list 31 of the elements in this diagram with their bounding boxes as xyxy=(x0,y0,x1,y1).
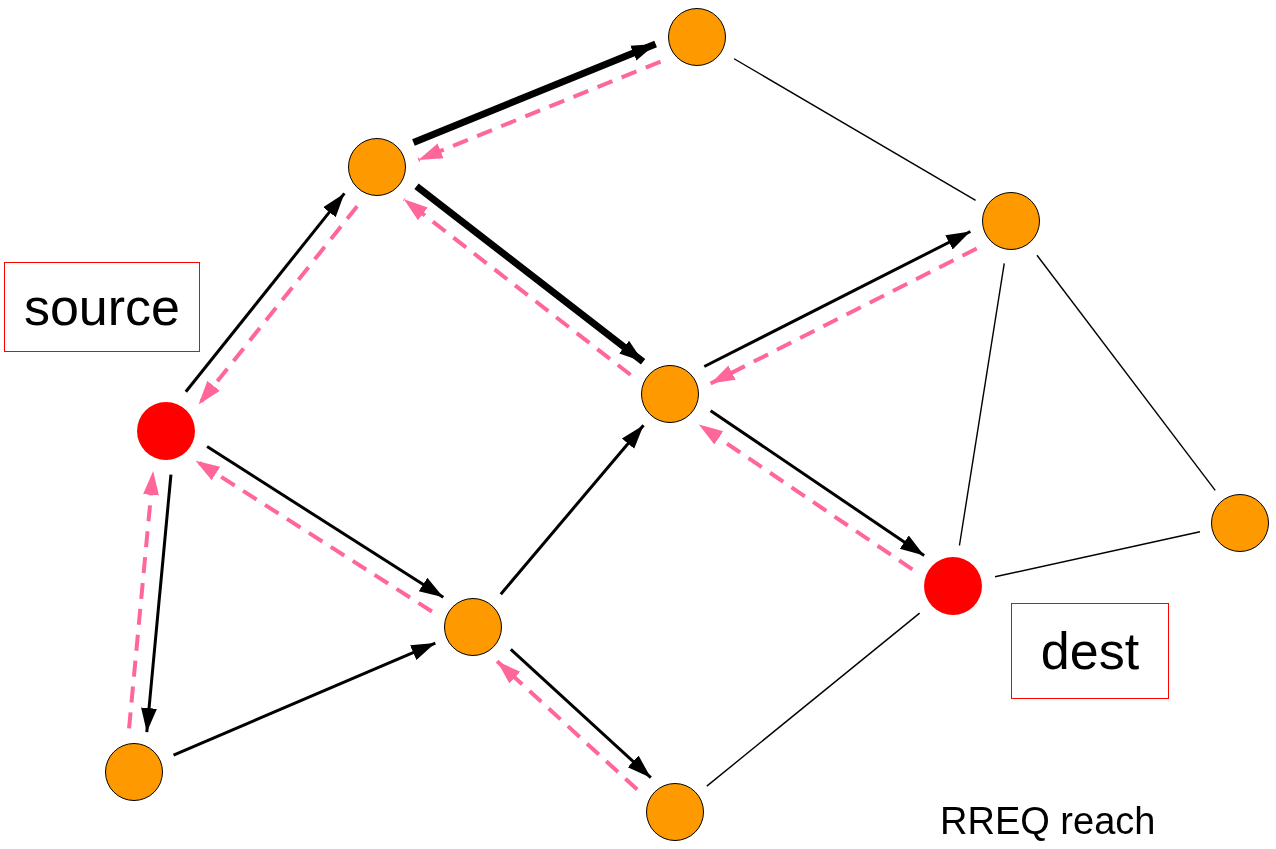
arrow xyxy=(141,474,173,733)
arrow xyxy=(495,659,639,792)
arrow xyxy=(172,641,436,757)
label-box xyxy=(1011,603,1169,699)
arrow xyxy=(402,197,632,377)
arrow xyxy=(709,246,978,386)
arrow xyxy=(184,192,346,393)
connector-line xyxy=(994,531,1201,578)
node-label: source xyxy=(23,277,181,337)
node-circle xyxy=(924,557,982,615)
arrow xyxy=(417,59,662,162)
arrow xyxy=(197,204,359,406)
connector-line xyxy=(958,262,1005,547)
node-label: dest xyxy=(1040,621,1140,681)
node-circle xyxy=(137,402,195,460)
node-circle xyxy=(444,598,502,656)
note-text: RREQ reach xyxy=(940,800,1156,843)
arrow xyxy=(127,470,159,729)
arrow xyxy=(194,458,433,614)
arrow xyxy=(697,422,914,571)
arrow xyxy=(499,424,645,596)
connector-line xyxy=(706,612,921,787)
connector-line xyxy=(1036,254,1216,492)
arrow xyxy=(412,40,657,146)
connector-line xyxy=(733,58,977,201)
arrow xyxy=(509,648,652,779)
arrow xyxy=(206,445,445,599)
arrow xyxy=(703,230,972,368)
label-box xyxy=(4,262,200,352)
arrow xyxy=(414,183,646,365)
arrow xyxy=(709,409,925,557)
